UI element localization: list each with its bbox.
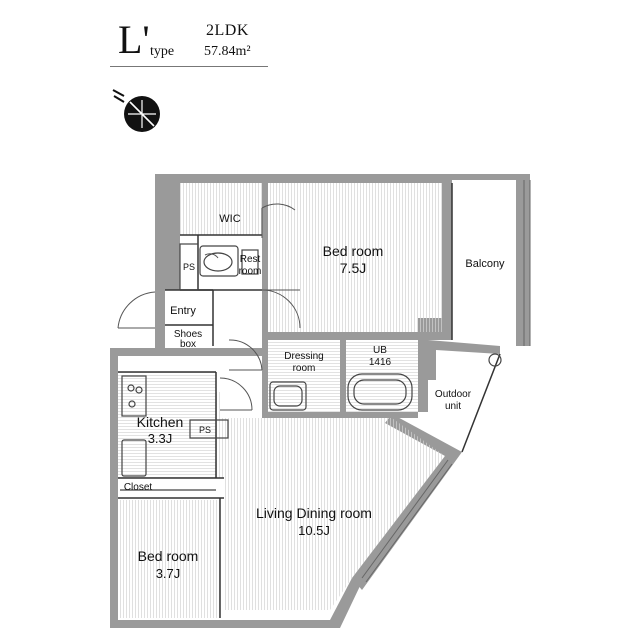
label-living-dining: Living Dining room — [256, 505, 372, 521]
toilet-icon — [203, 252, 233, 272]
bathtub-icon — [347, 373, 413, 411]
interior-partitions — [118, 183, 501, 618]
label-outdoor-line1: Outdoor — [435, 389, 472, 400]
plan-type-word: type — [150, 44, 175, 59]
label-outdoor-line2: unit — [445, 401, 461, 412]
north-compass-icon — [112, 89, 160, 132]
label-ub-line2: 1416 — [369, 357, 392, 368]
label-ps-kitchen: PS — [199, 425, 211, 435]
fixtures — [120, 243, 502, 491]
label-kitchen-size: 3.3J — [148, 431, 173, 446]
label-wic: WIC — [219, 213, 240, 225]
label-shoesbox-line2: box — [180, 339, 196, 350]
washbasin-icon — [269, 381, 307, 411]
plan-layout-code: 2LDK — [206, 22, 249, 39]
label-restroom-line1: Rest — [240, 254, 261, 265]
label-kitchen: Kitchen — [137, 414, 184, 430]
drain-icon — [488, 353, 502, 367]
label-bedroom-main: Bed room — [323, 243, 384, 259]
diagonal-window — [361, 459, 453, 583]
label-shoesbox-line1: Shoes — [174, 329, 202, 340]
label-living-dining-size: 10.5J — [298, 523, 330, 538]
sink-icon — [121, 439, 147, 477]
balcony-rail — [523, 180, 531, 346]
label-bedroom-main-size: 7.5J — [340, 260, 366, 276]
plan-area: 57.84m² — [204, 44, 251, 59]
label-bedroom-small: Bed room — [138, 548, 199, 564]
label-balcony: Balcony — [465, 258, 505, 270]
label-entry: Entry — [170, 305, 196, 317]
label-bedroom-small-size: 3.7J — [156, 566, 181, 581]
header-rule — [110, 66, 268, 67]
label-closet: Closet — [124, 482, 153, 493]
label-dressing-line2: room — [293, 363, 316, 374]
floor-finishes — [118, 183, 445, 618]
door-swings — [117, 203, 301, 411]
label-dressing-line1: Dressing — [284, 351, 323, 362]
label-ps-top: PS — [183, 262, 195, 272]
label-restroom-line2: room — [239, 266, 262, 277]
label-ub-line1: UB — [373, 345, 387, 356]
plan-type-letter: L' — [118, 17, 150, 62]
stove-icon — [121, 375, 147, 417]
